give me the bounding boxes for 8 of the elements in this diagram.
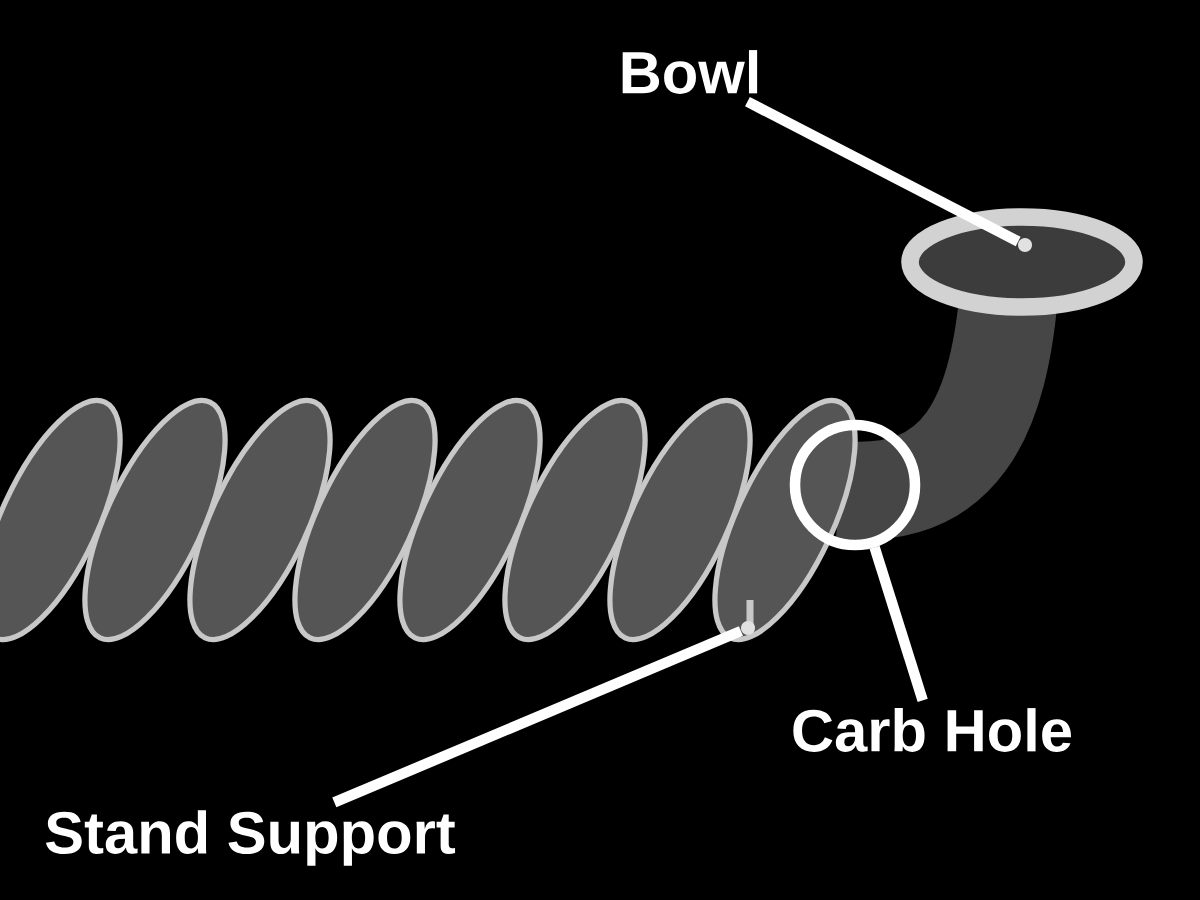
leader-line xyxy=(332,626,743,808)
pipe-part xyxy=(741,621,755,635)
highlight-circle xyxy=(789,419,921,551)
callout-label: Carb Hole xyxy=(793,708,1071,752)
callout-label: Stand Support xyxy=(45,810,456,866)
leader-line xyxy=(869,545,928,702)
pipe-part xyxy=(1018,238,1032,252)
callout-label: Bowl xyxy=(622,50,758,94)
